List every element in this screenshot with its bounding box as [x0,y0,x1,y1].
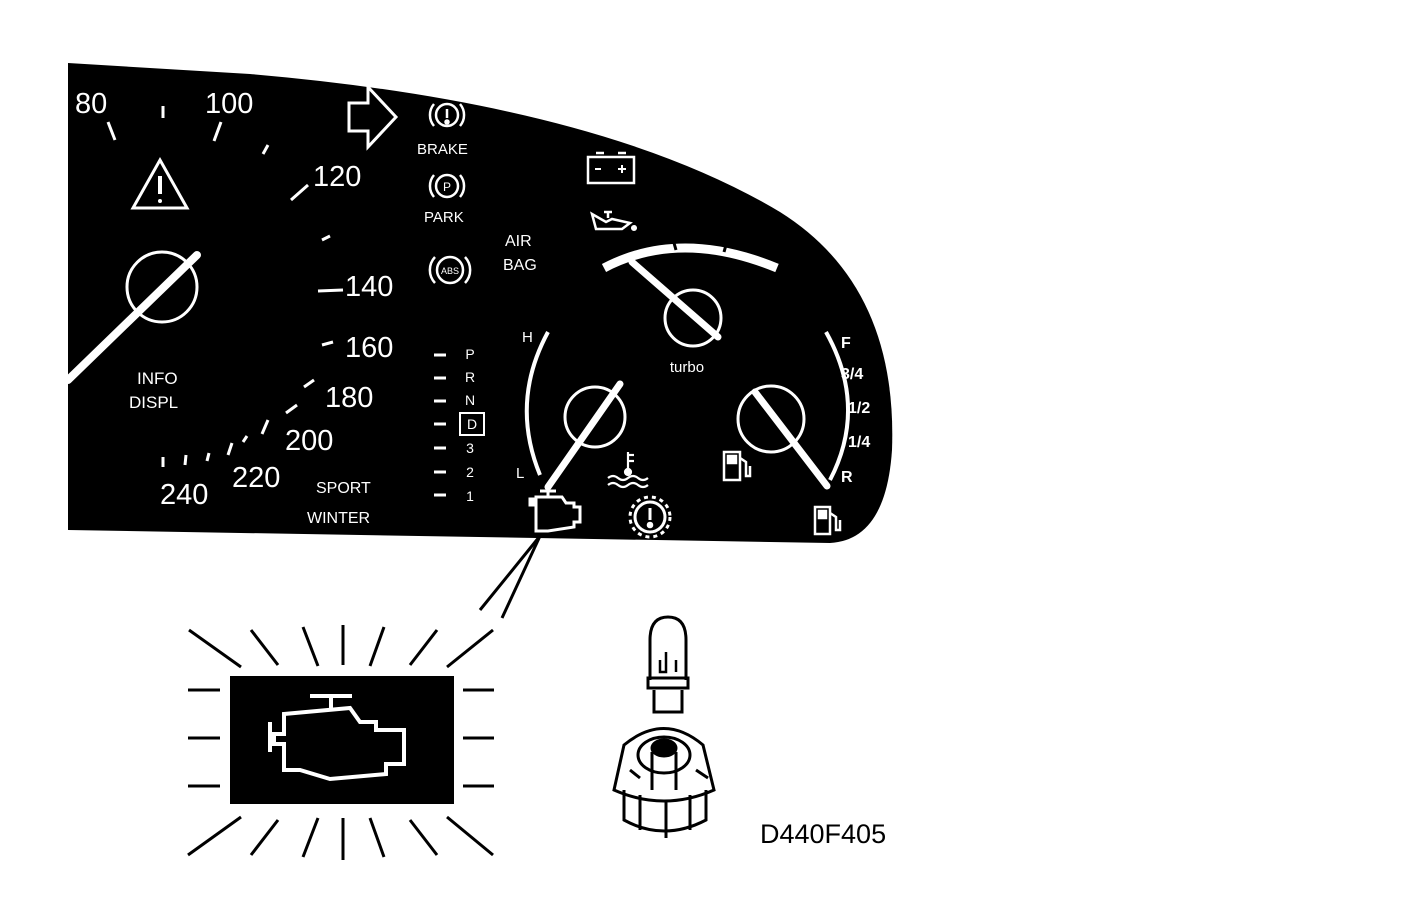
brake-label: BRAKE [417,141,468,158]
illuminated-check-engine-callout [187,625,494,860]
svg-text:BAG: BAG [503,257,537,274]
turbo-label: turbo [670,359,704,376]
svg-text:INFO: INFO [137,369,178,388]
coolant-temperature-icon [607,452,649,489]
gear-p: P [465,346,474,362]
abs-warning-light: ABS [428,255,472,285]
fuel-full-label: F [841,335,851,352]
svg-text:AIR: AIR [505,233,532,250]
fuel-arc [824,331,851,481]
speed-label-200: 200 [285,425,333,457]
park-brake-icon [428,173,466,199]
fuel-half-label: 1/2 [848,400,870,417]
gear-1: 1 [466,488,474,504]
svg-text:DISPL: DISPL [129,393,178,412]
speedometer-labels: 80 100 120 140 160 180 200 220 240 [75,88,393,511]
speed-label-140: 140 [345,271,393,303]
abs-icon [428,255,472,285]
fuel-reserve-pump-icon [813,505,842,536]
gear-2: 2 [466,464,474,480]
gear-r: R [465,369,475,385]
speed-label-160: 160 [345,332,393,364]
oil-pressure-icon [590,210,638,232]
brake-icon [428,102,466,128]
speedometer-needle [64,251,201,384]
turbo-gauge-arc [601,243,779,273]
check-engine-icon [528,489,582,533]
temperature-high-label: H [522,329,533,346]
turbo-arc-gaps [670,235,730,253]
fuel-quarter-label: 1/4 [848,434,870,451]
warning-triangle-icon [130,156,190,210]
speed-label-220: 220 [232,462,280,494]
turbo-gauge-hub [663,288,723,348]
temperature-low-label: L [516,465,524,482]
fuel-pump-icon [722,450,752,482]
park-label: PARK [424,209,464,226]
figure-code: D440F405 [760,819,886,849]
temperature-gauge: H L [516,329,649,491]
battery-icon [586,151,636,185]
speed-label-100: 100 [205,88,253,120]
fuel-gauge: F 3/4 1/2 1/4 R [722,331,870,490]
bulb-icon [646,615,690,714]
winter-mode-label: WINTER [307,510,370,527]
transmission-warning-icon [628,495,672,539]
info-display-label: INFO DISPL [129,369,178,412]
turn-signal-arrow-icon [347,83,399,151]
glow-rays [187,625,494,860]
abs-label: ABS [441,266,459,276]
fuel-reserve-label: R [841,469,853,486]
speed-label-180: 180 [325,382,373,414]
temperature-needle [544,380,624,491]
callout-lines [478,535,542,619]
enlarged-check-engine-icon [268,694,406,782]
gear-selector: P R N D 3 2 1 [434,346,485,504]
speed-label-80: 80 [75,88,107,120]
park-brake-light: P PARK [424,173,466,226]
bulb-socket-icon [612,727,716,838]
temperature-gauge-hub [563,385,627,449]
gear-3: 3 [466,440,474,456]
airbag-label: AIR BAG [503,233,537,274]
mode-labels: SPORT WINTER [307,480,371,527]
gear-indicator-lamps [434,353,446,497]
turbo-gauge: turbo [601,235,779,376]
brake-warning-light: BRAKE [417,102,468,158]
park-symbol: P [443,180,451,194]
speedometer-hub [125,250,199,324]
turbo-needle [628,258,722,341]
instrument-panel [68,63,893,543]
gear-d: D [467,416,477,432]
fuel-three-quarter-label: 3/4 [841,366,863,383]
speed-label-240: 240 [160,479,208,511]
gear-n: N [465,392,475,408]
temperature-arc [524,331,550,476]
speed-label-120: 120 [313,161,361,193]
speedometer-ticks [106,106,344,467]
fuel-needle [751,388,831,490]
sport-mode-label: SPORT [316,480,371,497]
fuel-gauge-hub [736,384,806,454]
selected-gear-box [459,412,485,436]
